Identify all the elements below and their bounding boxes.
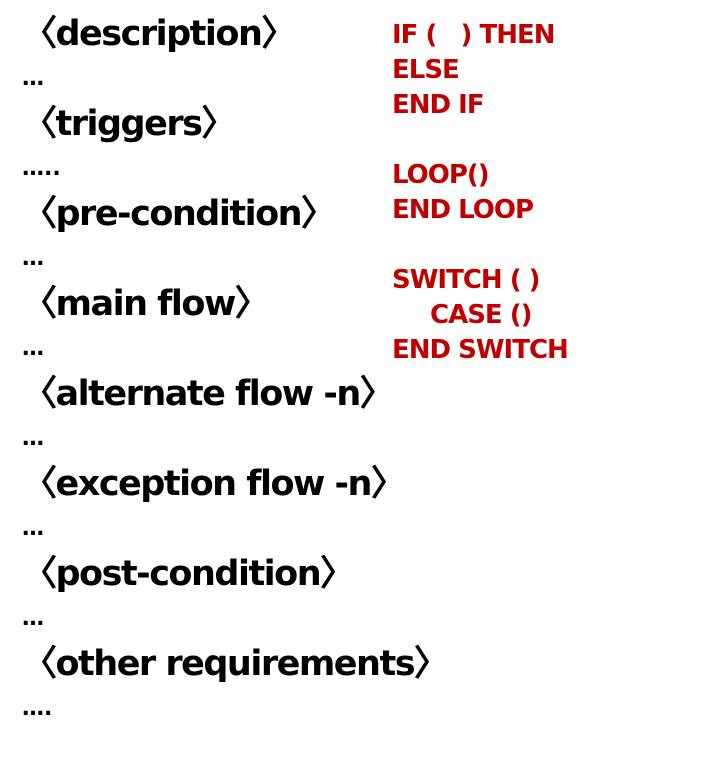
section-body-main-flow: … xyxy=(22,336,44,361)
end-switch-keyword: END SWITCH xyxy=(392,335,569,365)
section-body-exception-flow: … xyxy=(22,516,44,541)
else-keyword: ELSE xyxy=(392,55,460,85)
switch-keyword: SWITCH ( ) xyxy=(392,265,541,295)
loop-keyword: LOOP() xyxy=(392,160,490,190)
control-keywords: IF ( ) THEN ELSE END IF LOOP() END LOOP … xyxy=(392,18,692,368)
section-heading-main-flow: 〈main flow〉 xyxy=(22,284,270,324)
end-if-keyword: END IF xyxy=(392,90,485,120)
section-body-triggers: ….. xyxy=(22,156,61,181)
case-keyword: CASE () xyxy=(430,300,533,330)
end-loop-keyword: END LOOP xyxy=(392,195,534,225)
section-heading-post-condition: 〈post-condition〉 xyxy=(22,554,355,594)
if-then-keyword: IF ( ) THEN xyxy=(392,20,555,50)
section-body-pre-condition: … xyxy=(22,246,44,271)
section-heading-description: 〈description〉 xyxy=(22,14,296,54)
keyword-spacer xyxy=(392,123,692,158)
section-heading-triggers: 〈triggers〉 xyxy=(22,104,236,144)
section-body-other-requirements: …. xyxy=(22,696,53,721)
section-body-alternate-flow: … xyxy=(22,426,44,451)
section-heading-alternate-flow: 〈alternate flow -n〉 xyxy=(22,374,395,414)
use-case-template: 〈description〉 … 〈triggers〉 ….. 〈pre-cond… xyxy=(22,12,449,732)
section-body-description: … xyxy=(22,66,44,91)
section-body-post-condition: … xyxy=(22,606,44,631)
keyword-spacer xyxy=(392,228,692,263)
section-heading-exception-flow: 〈exception flow -n〉 xyxy=(22,464,406,504)
section-heading-pre-condition: 〈pre-condition〉 xyxy=(22,194,336,234)
section-heading-other-requirements: 〈other requirements〉 xyxy=(22,644,449,684)
